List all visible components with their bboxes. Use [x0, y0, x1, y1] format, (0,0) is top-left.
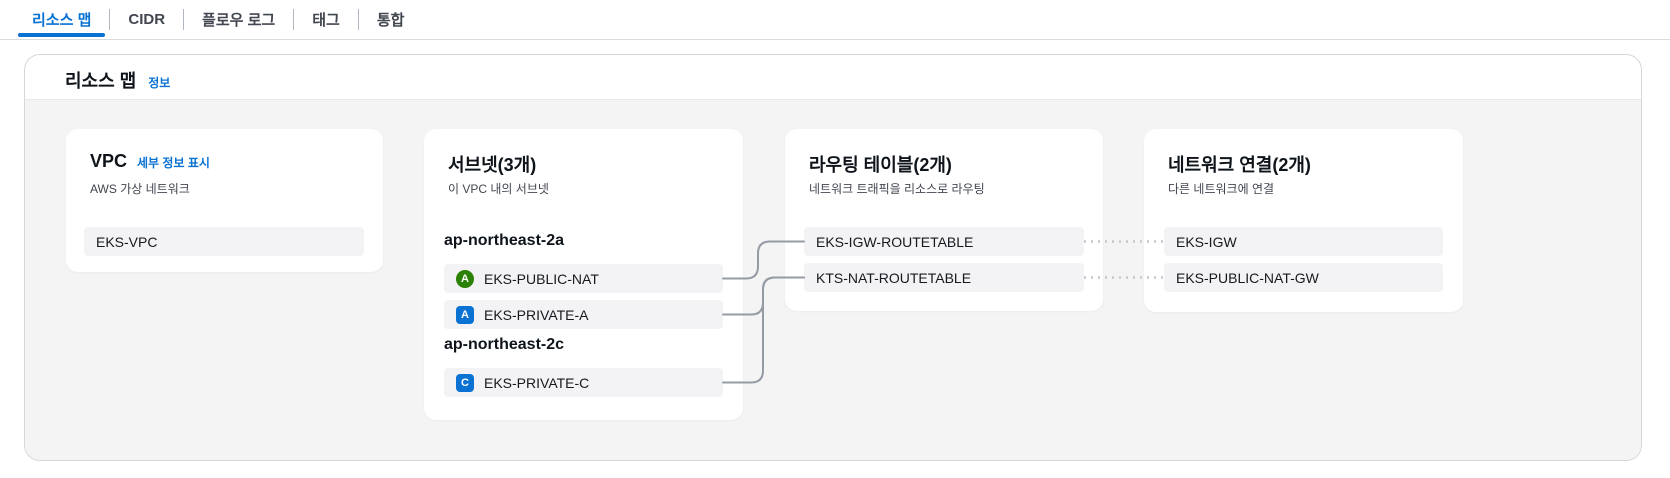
route-table-item-kts-nat-routetable[interactable]: KTS-NAT-ROUTETABLE: [804, 263, 1084, 292]
network-item-label: EKS-PUBLIC-NAT-GW: [1176, 269, 1319, 286]
tab-bar: 리소스 맵 CIDR 플로우 로그 태그 통합: [0, 0, 1670, 40]
vpc-item-eks-vpc[interactable]: EKS-VPC: [84, 227, 364, 256]
network-item-label: EKS-IGW: [1176, 233, 1237, 250]
vpc-card-title: VPC: [90, 151, 128, 171]
route-table-item-eks-igw-routetable[interactable]: EKS-IGW-ROUTETABLE: [804, 227, 1084, 256]
network-connections-card-title: 네트워크 연결(2개): [1168, 155, 1311, 175]
tab-label: 플로우 로그: [202, 12, 276, 29]
route-tables-card-subtitle: 네트워크 트래픽을 리소스로 라우팅: [809, 182, 985, 196]
tab-flow-logs[interactable]: 플로우 로그: [188, 0, 289, 39]
tab-cidr[interactable]: CIDR: [114, 0, 179, 39]
subnets-card: 서브넷(3개) 이 VPC 내의 서브넷 ap-northeast-2a A E…: [424, 129, 743, 420]
subnet-item-eks-public-nat[interactable]: A EKS-PUBLIC-NAT: [444, 264, 723, 293]
page-title: 리소스 맵: [65, 71, 137, 91]
network-connections-card-subtitle: 다른 네트워크에 연결: [1168, 182, 1275, 196]
az-group-ap-northeast-2c: ap-northeast-2c: [444, 336, 565, 353]
subnet-item-label: EKS-PRIVATE-A: [484, 306, 589, 323]
network-item-eks-igw[interactable]: EKS-IGW: [1164, 227, 1443, 256]
tab-integrations[interactable]: 통합: [363, 0, 419, 39]
network-item-eks-public-nat-gw[interactable]: EKS-PUBLIC-NAT-GW: [1164, 263, 1443, 292]
show-details-link[interactable]: 세부 정보 표시: [137, 156, 210, 170]
subnets-card-subtitle: 이 VPC 내의 서브넷: [448, 182, 549, 196]
route-tables-card-header: 라우팅 테이블(2개): [809, 151, 952, 177]
public-subnet-az-a-icon: A: [456, 269, 474, 288]
tab-label: 태그: [312, 12, 340, 29]
route-tables-card: 라우팅 테이블(2개) 네트워크 트래픽을 리소스로 라우팅 EKS-IGW-R…: [785, 129, 1103, 311]
route-table-item-label: KTS-NAT-ROUTETABLE: [816, 269, 972, 286]
tab-label: CIDR: [128, 11, 166, 28]
info-link[interactable]: 정보: [148, 76, 171, 90]
tab-label: 리소스 맵: [32, 12, 92, 29]
network-connections-card-header: 네트워크 연결(2개): [1168, 151, 1311, 177]
tab-tags[interactable]: 태그: [298, 0, 354, 39]
subnets-card-title: 서브넷(3개): [448, 155, 537, 175]
private-subnet-az-a-icon: A: [456, 305, 474, 324]
tab-divider: [357, 9, 359, 30]
subnet-item-eks-private-a[interactable]: A EKS-PRIVATE-A: [444, 300, 723, 329]
vpc-card-subtitle: AWS 가상 네트워크: [90, 182, 190, 196]
subnet-item-eks-private-c[interactable]: C EKS-PRIVATE-C: [444, 368, 723, 397]
panel-header: 리소스 맵 정보: [65, 67, 170, 99]
tab-divider: [183, 9, 185, 30]
tab-divider: [109, 9, 111, 30]
tab-resource-map[interactable]: 리소스 맵: [18, 0, 106, 39]
route-tables-card-title: 라우팅 테이블(2개): [809, 155, 952, 175]
vpc-card: VPC 세부 정보 표시 AWS 가상 네트워크 EKS-VPC: [66, 129, 383, 272]
subnet-item-label: EKS-PRIVATE-C: [484, 374, 590, 391]
vpc-card-header: VPC 세부 정보 표시: [90, 151, 210, 172]
tab-label: 통합: [376, 12, 405, 29]
subnets-card-header: 서브넷(3개): [448, 151, 536, 177]
route-table-item-label: EKS-IGW-ROUTETABLE: [816, 233, 974, 250]
az-group-ap-northeast-2a: ap-northeast-2a: [444, 232, 565, 249]
vpc-item-label: EKS-VPC: [96, 233, 158, 250]
private-subnet-az-c-icon: C: [456, 373, 474, 392]
network-connections-card: 네트워크 연결(2개) 다른 네트워크에 연결 EKS-IGW EKS-PUBL…: [1144, 129, 1463, 312]
tab-divider: [293, 9, 295, 30]
subnet-item-label: EKS-PUBLIC-NAT: [484, 270, 599, 287]
